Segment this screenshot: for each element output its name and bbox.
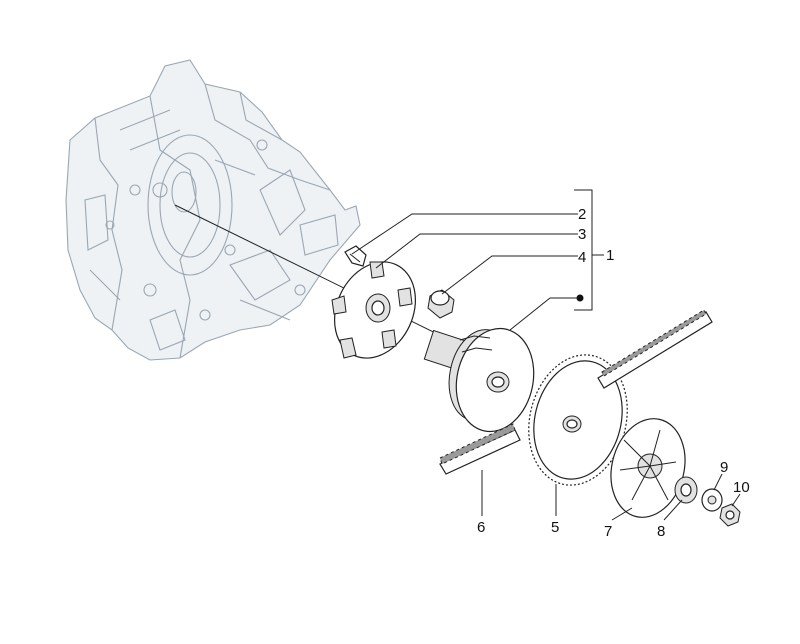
callout-8: 8 xyxy=(657,523,665,540)
part-bushing xyxy=(427,289,455,319)
part-pulley-half xyxy=(423,327,535,433)
callout-10: 10 xyxy=(733,479,750,496)
leader-lines xyxy=(351,189,741,521)
callout-7: 7 xyxy=(604,523,612,540)
engine-casing xyxy=(65,59,471,361)
part-clip xyxy=(344,245,367,267)
callout-5: 5 xyxy=(551,519,559,536)
callout-6: 6 xyxy=(477,519,485,536)
callout-labels: 1 2 3 4 5 6 7 8 9 10 xyxy=(477,206,750,540)
part-ring-gear xyxy=(528,354,628,486)
callout-2: 2 xyxy=(578,206,586,223)
part-nut xyxy=(719,503,741,527)
part-washer xyxy=(701,488,723,512)
callout-9: 9 xyxy=(720,459,728,476)
part-drive-belt xyxy=(439,309,713,475)
part-fan-pulley xyxy=(610,418,686,518)
part-bearing xyxy=(674,476,698,504)
callout-3: 3 xyxy=(578,226,586,243)
callout-1: 1 xyxy=(606,247,614,264)
part-ramp-plate xyxy=(331,261,417,359)
leader-dot xyxy=(576,294,584,302)
callout-4: 4 xyxy=(578,249,586,266)
